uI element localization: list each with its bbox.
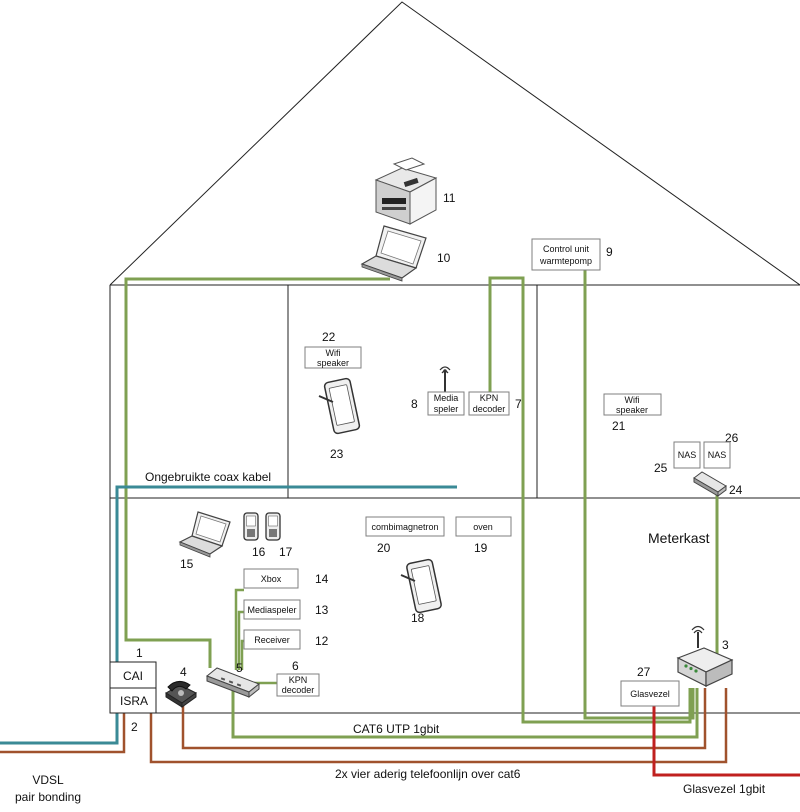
wifi-speaker-left-box: Wifi speaker [304,346,362,369]
wifi-speaker-right-box: Wifi speaker [603,393,662,416]
phone-line-telephone [181,688,707,750]
router-number: 3 [722,638,729,652]
nas-left-number: 25 [654,461,668,475]
laptop-ground-number: 15 [180,557,194,571]
wifi-speaker-right-line1: Wifi [625,395,640,405]
kpn-decoder-upstairs-number: 7 [515,397,522,411]
kpn-decoder-upstairs-line2: decoder [473,404,506,414]
control-unit-number: 9 [606,245,613,259]
cai-isra-box: CAI ISRA [109,661,157,714]
glasvezel-box-label: Glasvezel [630,689,670,699]
mobile-phone-a-number: 16 [252,545,266,559]
telephone-icon [165,681,197,708]
utp-cable-xbox [234,588,244,670]
utp-cable-control-unit [583,270,695,720]
cai-number: 1 [136,646,143,660]
router-icon [676,625,734,687]
printer-number: 11 [443,191,456,205]
tablet-icon [318,377,361,435]
kpn-decoder-ground-line2: decoder [282,685,315,695]
cables [0,270,800,777]
cat6-label: CAT6 UTP 1gbit [353,722,440,736]
kpn-decoder-ground-line1: KPN [289,675,308,685]
switch-ground-number: 5 [236,661,243,675]
tablet-upstairs-number: 23 [330,447,344,461]
xbox-box: Xbox [243,568,299,589]
receiver-number: 12 [315,634,329,648]
nas-right-box: NAS [703,441,731,469]
phone-lines-label: 2x vier aderig telefoonlijn over cat6 [335,767,521,781]
wifi-speaker-left-line1: Wifi [326,348,341,358]
switch-upstairs-number: 24 [729,483,743,497]
utp-cable-attic-laptop [124,277,390,668]
nas-left-box: NAS [673,441,701,469]
control-unit-box: Control unit warmtepomp [531,238,601,271]
combimagnetron-label: combimagnetron [371,522,438,532]
laptop-attic-number: 10 [437,251,451,265]
utp-cable-receiver [240,639,244,670]
phone-line-isra [149,688,728,764]
telephone-number: 4 [180,665,187,679]
wifi-speaker-right-number: 21 [612,419,626,433]
oven-number: 19 [474,541,488,555]
xbox-number: 14 [315,572,329,586]
utp-cable-cat6-main [231,688,699,739]
nas-left-label: NAS [678,450,697,460]
mobile-phone-b-number: 17 [279,545,293,559]
isra-label: ISRA [120,694,148,708]
wifi-speaker-right-line2: speaker [616,405,648,415]
phone-line-vdsl [0,706,126,754]
kpn-decoder-upstairs-line1: KPN [480,393,499,403]
printer-icon [374,157,438,225]
glasvezel-box: Glasvezel [620,680,680,707]
receiver-label: Receiver [254,635,290,645]
control-unit-line1: Control unit [543,244,590,254]
oven-box: oven [455,516,512,537]
combimagnetron-box: combimagnetron [365,516,445,537]
utp-cable-kpn-decoder-upstairs [488,276,692,724]
mobile-phone-b-icon [265,512,281,541]
switch-ground-icon [206,667,260,699]
mediaspeler-box: Mediaspeler [243,599,301,620]
vdsl-label-line2: pair bonding [15,790,81,804]
coax-cable [0,485,457,745]
vdsl-label-line1: VDSL [32,773,64,787]
utp-cable-mediaspeler [237,610,244,670]
combimagnetron-number: 20 [377,541,391,555]
nas-right-label: NAS [708,450,727,460]
xbox-label: Xbox [261,574,282,584]
laptop-icon [360,225,427,282]
meterkast-label: Meterkast [648,530,710,546]
glasvezel-speed-label: Glasvezel 1gbit [683,782,766,796]
wifi-speaker-left-number: 22 [322,330,336,344]
mediaspeler-number: 13 [315,603,329,617]
isra-number: 2 [131,720,138,734]
media-player-upstairs-line1: Media [434,393,459,403]
oven-label: oven [473,522,493,532]
house-walls [109,1,800,714]
fiber-cable [652,706,800,777]
media-player-upstairs-line2: speler [434,404,459,414]
cai-label: CAI [123,669,143,683]
switch-upstairs-icon [693,471,727,497]
kpn-decoder-ground-box: KPN decoder [276,673,320,697]
tablet-ground-number: 18 [411,611,425,625]
laptop-ground-icon [178,511,231,558]
control-unit-line2: warmtepomp [539,256,592,266]
mobile-phone-a-icon [243,512,259,541]
kpn-decoder-upstairs-box: KPN decoder [468,391,510,416]
glasvezel-box-number: 27 [637,665,651,679]
tablet-ground-icon [400,558,442,614]
mediaspeler-label: Mediaspeler [247,605,296,615]
media-player-upstairs-number: 8 [411,397,418,411]
coax-label: Ongebruikte coax kabel [145,470,271,484]
media-player-upstairs-box: Media speler [427,391,465,416]
receiver-box: Receiver [243,629,301,650]
antenna-icon [439,366,451,392]
wifi-speaker-left-line2: speaker [317,358,349,368]
roof [109,1,800,286]
kpn-decoder-ground-number: 6 [292,659,299,673]
